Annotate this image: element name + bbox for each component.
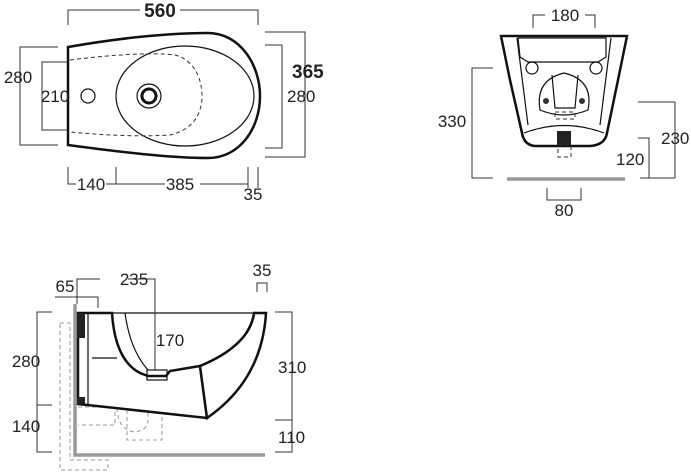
bidet-front-outline — [499, 34, 629, 148]
dim-140: 140 — [77, 175, 105, 194]
dim-140-side: 140 — [12, 417, 40, 436]
dim-210: 210 — [41, 87, 69, 106]
dim-170: 170 — [156, 331, 184, 350]
side-view: 235 65 170 35 280 140 310 110 — [12, 261, 306, 471]
dim-80: 80 — [555, 201, 574, 220]
bowl-hidden-outline — [69, 53, 203, 137]
top-view: 560 280 210 280 365 140 385 35 — [4, 1, 324, 204]
tap-hole — [80, 88, 96, 104]
bowl-rim — [115, 45, 255, 147]
dim-280-side: 280 — [12, 352, 40, 371]
dim-180: 180 — [551, 6, 579, 25]
dim-235: 235 — [120, 270, 148, 289]
dim-330: 330 — [438, 112, 466, 131]
bidet-side-outline — [76, 311, 209, 420]
dim-230: 230 — [661, 129, 689, 148]
front-view: 180 330 230 120 80 — [438, 6, 690, 220]
dim-280-right: 280 — [287, 87, 315, 106]
dim-365: 365 — [292, 62, 324, 83]
dim-280-left: 280 — [4, 68, 32, 87]
waste-outlet — [557, 131, 571, 145]
dim-120: 120 — [616, 150, 644, 169]
dim-560: 560 — [144, 1, 176, 22]
dim-110: 110 — [278, 428, 305, 447]
dim-310: 310 — [278, 358, 306, 377]
dim-35: 35 — [244, 185, 263, 204]
dim-385: 385 — [166, 175, 194, 194]
bidet-top-outline — [66, 31, 262, 160]
wall-line — [73, 304, 265, 457]
dim-35-rim: 35 — [253, 261, 272, 280]
drain-icon — [136, 83, 162, 109]
dim-65: 65 — [56, 277, 75, 296]
